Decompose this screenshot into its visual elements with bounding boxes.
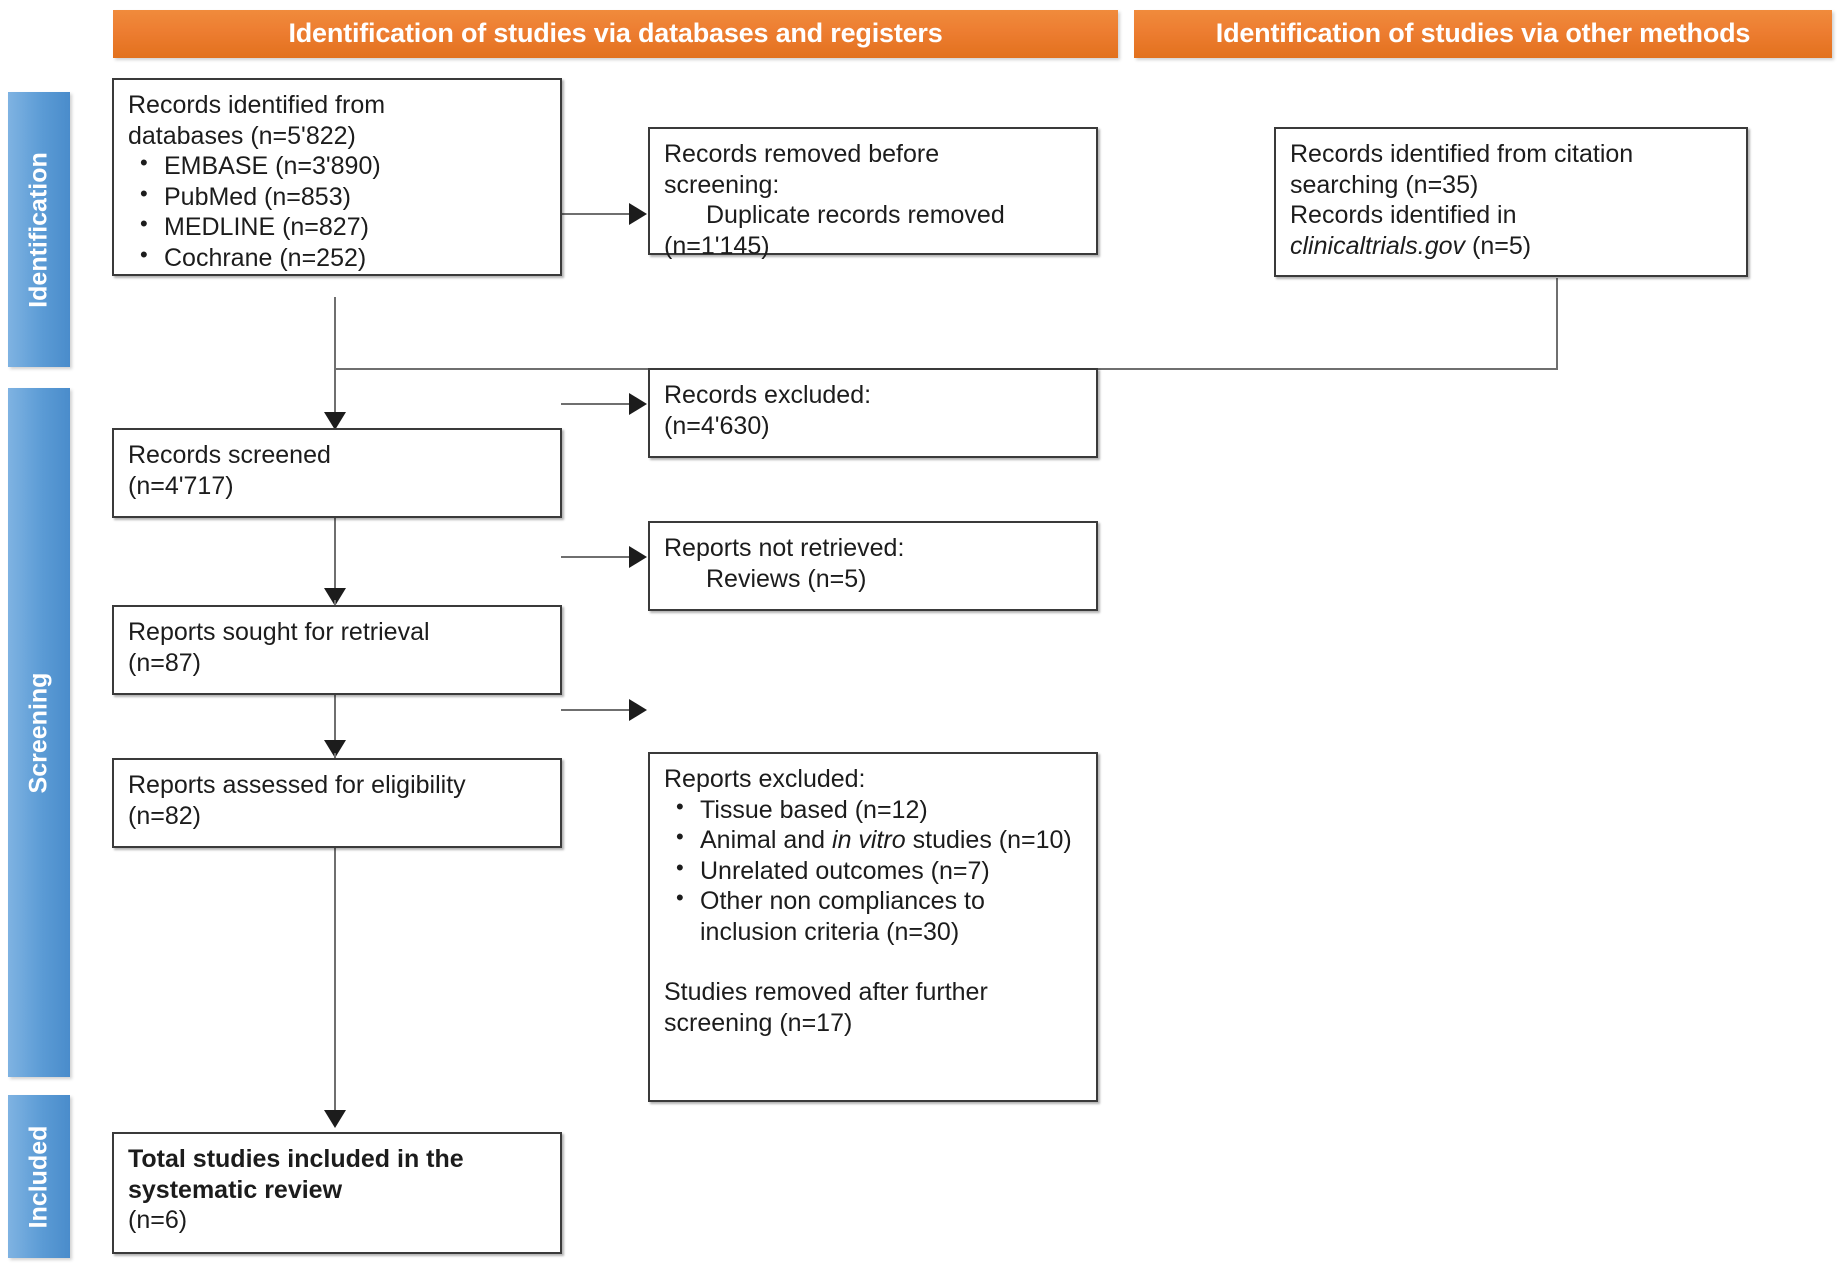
list-item-text: Other non compliances to inclusion crite… xyxy=(700,887,985,946)
records-identified-line2: databases (n=5'822) xyxy=(128,121,356,150)
header-bar-databases-label: Identification of studies via databases … xyxy=(288,18,943,49)
reports-excluded-heading: Reports excluded: xyxy=(664,765,866,793)
citation-line1: Records identified from citation xyxy=(1290,140,1634,168)
reports-excluded-list: Tissue based (n=12) Animal and in vitro … xyxy=(664,794,1084,948)
arrowhead-sought-to-assessed xyxy=(324,740,346,758)
total-included-line1: Total studies included in the xyxy=(128,1145,464,1173)
connector-assessed-to-total xyxy=(334,753,336,1113)
citation-line2: searching (n=35) xyxy=(1290,170,1479,199)
reports-not-retrieved-line1: Reports not retrieved: xyxy=(664,534,905,562)
records-excluded-line2: (n=4'630) xyxy=(664,411,770,440)
box-records-identified: Records identified from databases (n=5'8… xyxy=(112,78,562,276)
citation-registry-name: clinicaltrials.gov xyxy=(1290,231,1466,260)
stage-bar-screening: Screening xyxy=(8,388,70,1077)
box-records-removed: Records removed before screening: Duplic… xyxy=(648,127,1098,260)
arrowhead-identified-to-removed xyxy=(629,203,647,225)
records-excluded-line1: Records excluded: xyxy=(664,381,872,409)
box-records-excluded: Records excluded: (n=4'630) xyxy=(648,368,1098,458)
connector-citation-down xyxy=(1556,278,1558,370)
list-item: Unrelated outcomes (n=7) xyxy=(664,855,1084,887)
total-included-line3: (n=6) xyxy=(128,1206,188,1234)
arrowhead-sought-to-not-retrieved xyxy=(629,546,647,568)
citation-line4: clinicaltrials.gov (n=5) xyxy=(1290,231,1734,262)
list-item: EMBASE (n=3'890) xyxy=(128,150,548,182)
stage-label-screening: Screening xyxy=(24,672,53,793)
box-total-included: Total studies included in the systematic… xyxy=(112,1132,562,1254)
box-records-screened: Records screened (n=4'717) xyxy=(112,428,562,518)
stage-label-identification: Identification xyxy=(24,151,53,308)
connector-identified-to-screened xyxy=(334,297,336,430)
list-item-text: Animal and xyxy=(700,826,833,854)
citation-registry-count: (n=5) xyxy=(1465,231,1532,260)
reports-excluded-footer-line2: screening (n=17) xyxy=(664,1008,853,1037)
header-bar-other-methods-label: Identification of studies via other meth… xyxy=(1215,18,1751,49)
records-removed-line1: Records removed before xyxy=(664,140,940,168)
arrowhead-screened-to-sought xyxy=(324,588,346,606)
arrowhead-assessed-to-excluded xyxy=(629,699,647,721)
reports-excluded-footer-line1: Studies removed after further xyxy=(664,978,988,1006)
records-removed-line4: (n=1'145) xyxy=(664,231,770,260)
records-removed-line2: screening: xyxy=(664,170,780,199)
box-reports-excluded: Reports excluded: Tissue based (n=12) An… xyxy=(648,752,1098,1102)
records-screened-line2: (n=4'717) xyxy=(128,471,234,500)
box-reports-sought: Reports sought for retrieval (n=87) xyxy=(112,605,562,695)
total-included-line2: systematic review xyxy=(128,1175,343,1204)
arrowhead-identified-to-screened xyxy=(324,412,346,430)
citation-line3: Records identified in xyxy=(1290,201,1517,229)
reports-sought-line2: (n=87) xyxy=(128,648,201,677)
connector-identified-to-removed xyxy=(561,213,631,215)
reports-not-retrieved-line2: Reviews (n=5) xyxy=(706,564,867,593)
stage-bar-included: Included xyxy=(8,1095,70,1258)
records-removed-line3: Duplicate records removed xyxy=(706,201,1005,229)
header-bar-databases: Identification of studies via databases … xyxy=(113,10,1118,58)
arrowhead-screened-to-excluded xyxy=(629,393,647,415)
reports-sought-line1: Reports sought for retrieval xyxy=(128,618,430,646)
list-item: Animal and in vitro studies (n=10) xyxy=(664,824,1084,856)
list-item: Tissue based (n=12) xyxy=(664,794,1084,826)
connector-screened-to-excluded xyxy=(561,403,631,405)
box-citation-searching: Records identified from citation searchi… xyxy=(1274,127,1748,277)
list-item-text: Unrelated outcomes (n=7) xyxy=(700,856,990,885)
records-identified-line1: Records identified from xyxy=(128,91,386,119)
reports-assessed-line2: (n=82) xyxy=(128,801,201,830)
connector-sought-to-not-retrieved xyxy=(561,556,631,558)
reports-assessed-line1: Reports assessed for eligibility xyxy=(128,771,466,799)
list-item-text: Tissue based (n=12) xyxy=(700,795,928,824)
list-item: Cochrane (n=252) xyxy=(128,242,548,274)
box-reports-assessed: Reports assessed for eligibility (n=82) xyxy=(112,758,562,848)
list-item: PubMed (n=853) xyxy=(128,181,548,213)
header-bar-other-methods: Identification of studies via other meth… xyxy=(1134,10,1832,58)
stage-label-included: Included xyxy=(24,1125,53,1228)
list-item-text-italic: in vitro xyxy=(832,826,906,854)
list-item: MEDLINE (n=827) xyxy=(128,211,548,243)
box-reports-not-retrieved: Reports not retrieved: Reviews (n=5) xyxy=(648,521,1098,611)
reports-excluded-spacer xyxy=(664,947,1084,977)
stage-bar-identification: Identification xyxy=(8,92,70,367)
arrowhead-assessed-to-total xyxy=(324,1110,346,1128)
list-item-text-post: studies (n=10) xyxy=(905,826,1072,854)
records-identified-database-list: EMBASE (n=3'890) PubMed (n=853) MEDLINE … xyxy=(128,150,548,274)
records-screened-line1: Records screened xyxy=(128,441,331,469)
connector-assessed-to-excluded xyxy=(561,709,631,711)
list-item: Other non compliances to inclusion crite… xyxy=(664,885,1084,947)
connector-screened-to-sought xyxy=(334,447,336,590)
